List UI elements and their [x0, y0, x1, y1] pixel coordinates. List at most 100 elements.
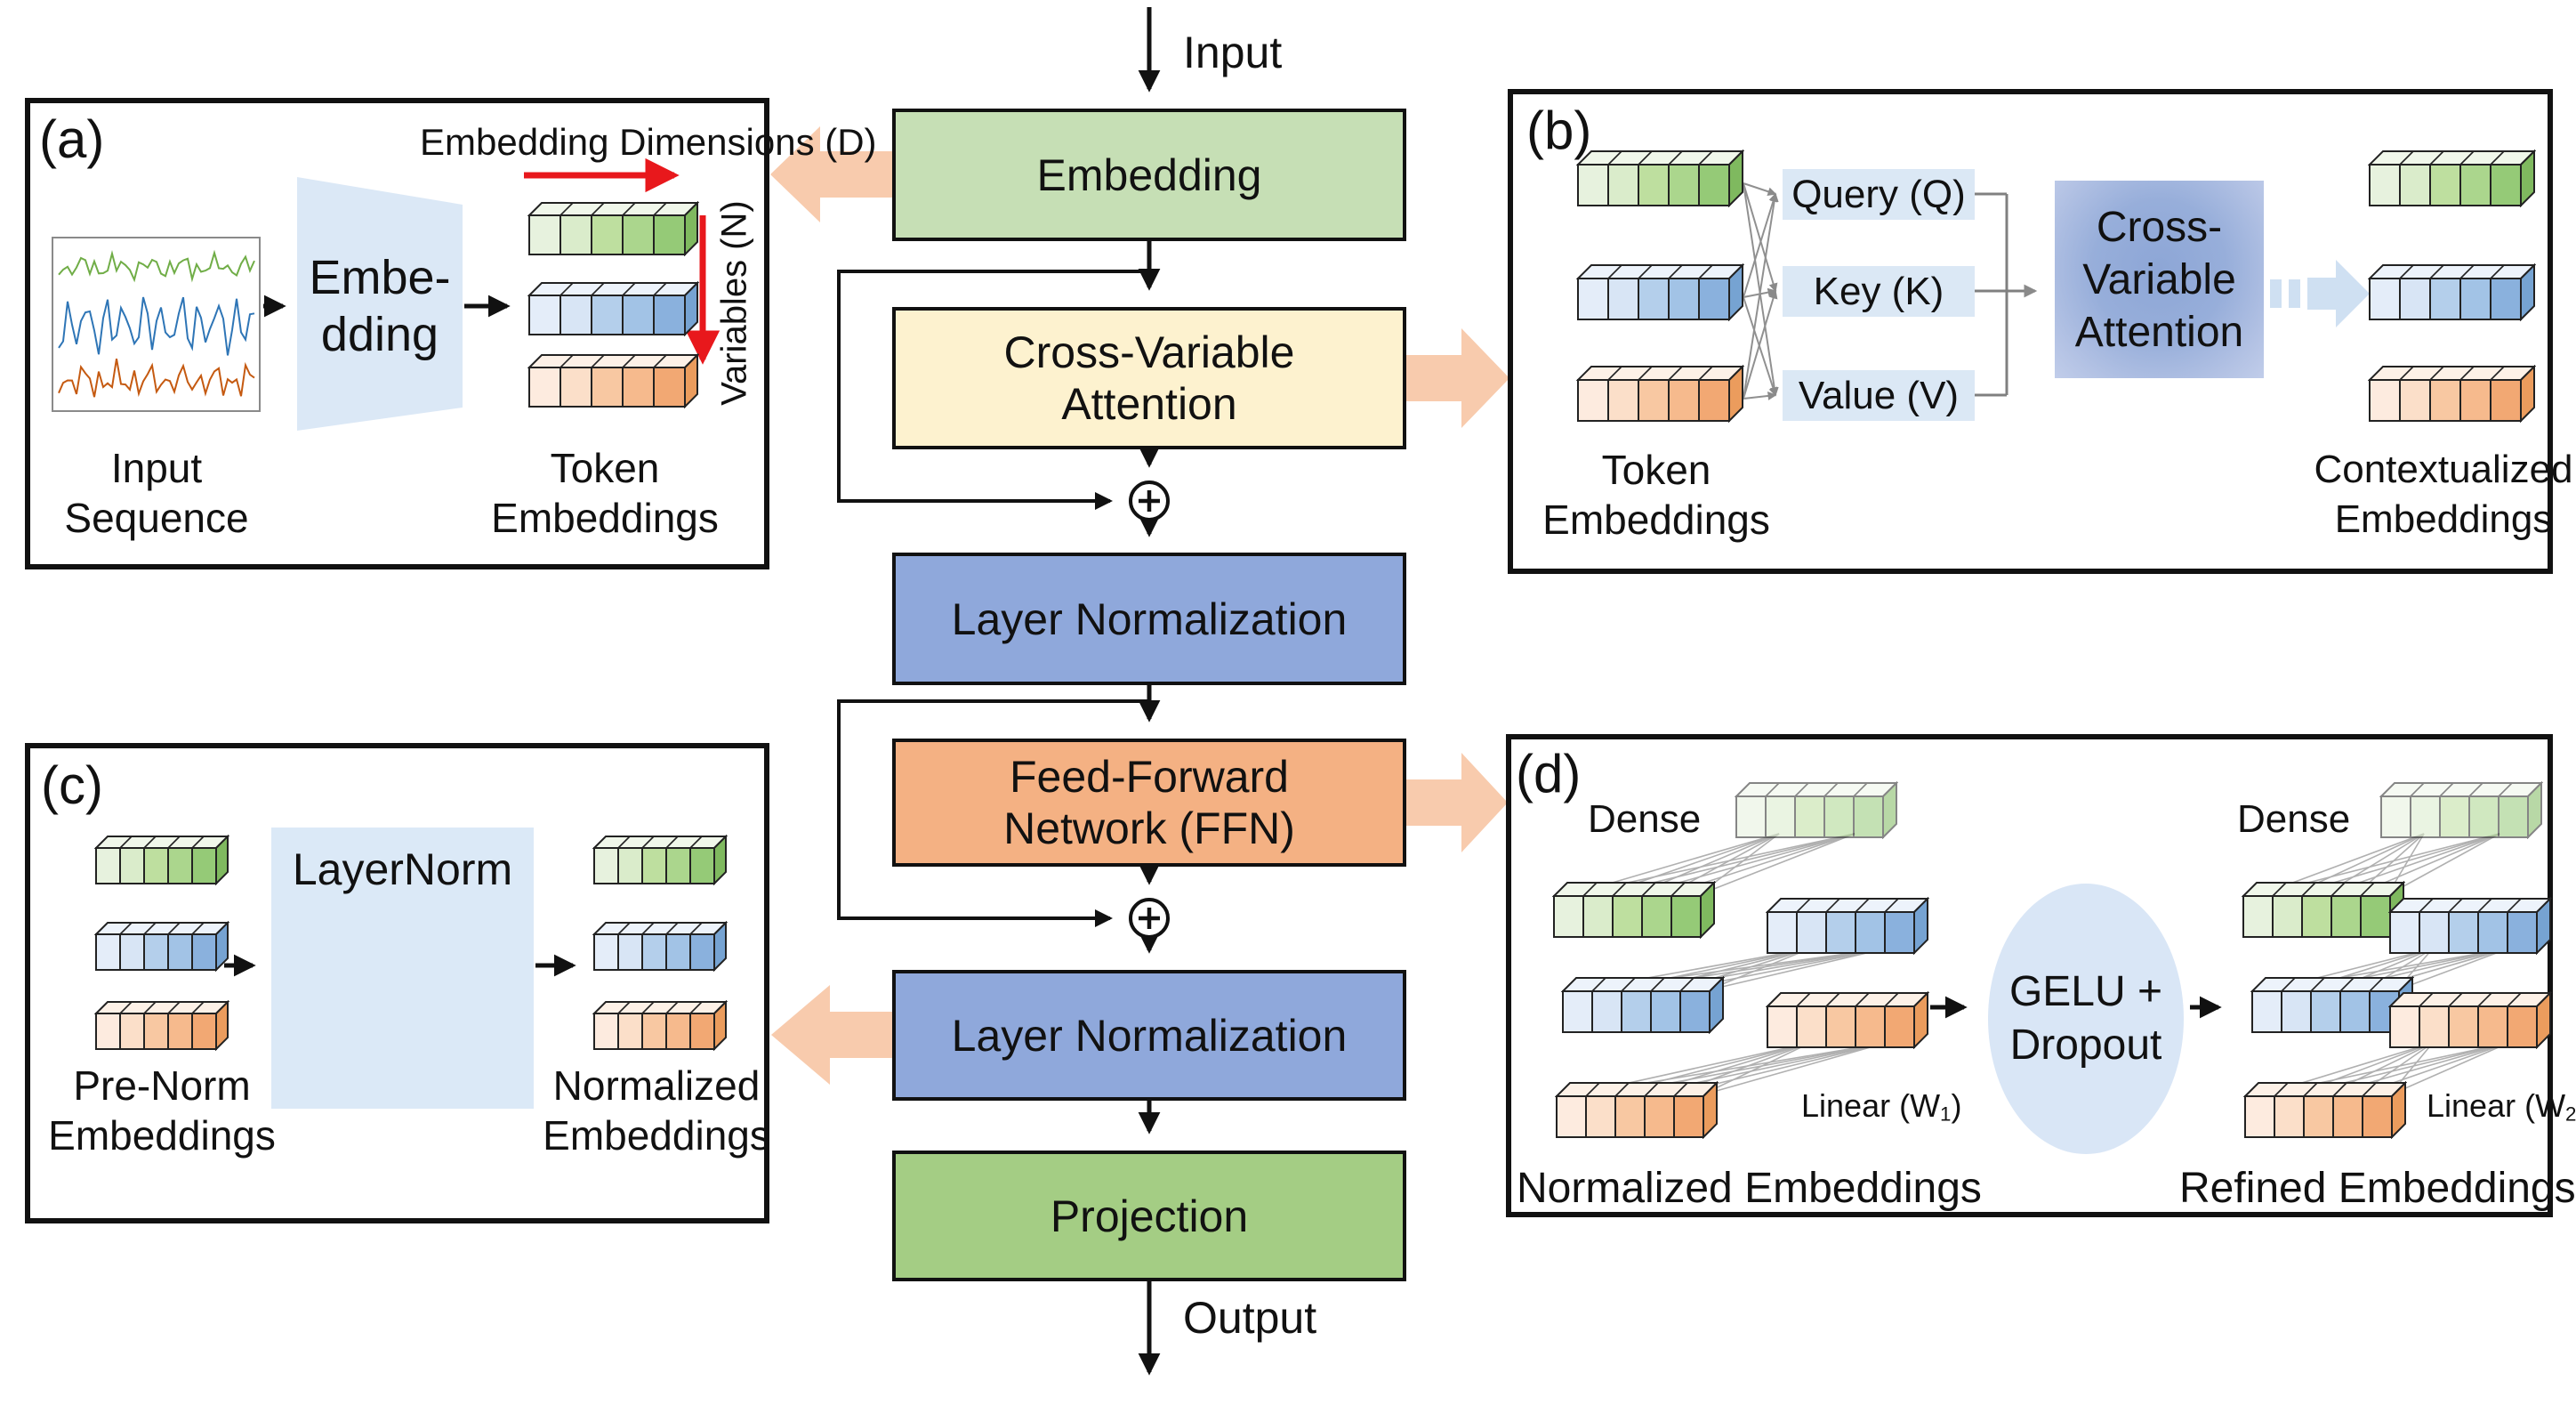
- context-row-orange: [2367, 364, 2537, 424]
- projection-block: Projection: [892, 1151, 1406, 1281]
- refined-embeddings-label: Refined Embeddings: [2179, 1165, 2576, 1212]
- residual-skip-connections: [837, 270, 1149, 927]
- gelu-line1: GELU +: [2008, 968, 2163, 1015]
- token-row-blue-a: [527, 280, 700, 337]
- panel-d: [1506, 734, 2553, 1217]
- normalized-row-green: [592, 834, 729, 886]
- trapezoid-label: Embe- dding: [297, 249, 463, 363]
- query-box-label: Query (Q): [1791, 172, 1966, 216]
- input-sequence-line1: Input: [110, 445, 203, 491]
- qkv-bracket: [1975, 192, 2038, 397]
- fat-arrow-attention-to-b: [1406, 328, 1509, 428]
- embedding-dimensions-label: Embedding Dimensions (D): [420, 121, 877, 163]
- token-row-green-a: [527, 200, 700, 257]
- layernorm-box: [271, 828, 534, 1109]
- residual-add-1: [1129, 480, 1170, 521]
- attention-block-label-line1: Cross-Variable: [1003, 327, 1295, 377]
- panel-c-tag: (c): [41, 755, 103, 815]
- cross-variable-attention-block: Cross-Variable Attention: [892, 307, 1406, 449]
- dense-label-right: Dense: [2237, 797, 2351, 841]
- linear-w2-sub: 2: [2565, 1102, 2576, 1126]
- trapezoid-label-line2: dding: [320, 308, 439, 361]
- gelu-dropout-ellipse: GELU + Dropout: [1988, 884, 2184, 1154]
- projection-block-label: Projection: [1050, 1191, 1249, 1241]
- linear-w1-pre: Linear (W: [1801, 1087, 1941, 1124]
- panel-a-tag: (a): [39, 109, 105, 169]
- fat-arrow-ffn-to-d: [1406, 753, 1508, 852]
- d-right-blue-right: [2387, 896, 2553, 956]
- normalized-c-line1: Normalized: [552, 1062, 761, 1109]
- input-sequence-series: [58, 249, 255, 398]
- red-dimension-arrows: [524, 157, 720, 365]
- input-sequence-line2: Sequence: [64, 495, 249, 541]
- attention-b-line1: Cross-: [2096, 203, 2223, 251]
- attention-b-line2: Variable: [2082, 255, 2236, 303]
- qkv-projection-lines: [1743, 182, 1779, 400]
- d-left-orange-left: [1554, 1080, 1719, 1140]
- d-left-blue-left: [1560, 975, 1726, 1035]
- trapezoid-label-line1: Embe-: [309, 251, 451, 304]
- prenorm-row-orange: [93, 999, 230, 1052]
- prenorm-line2: Embeddings: [48, 1112, 276, 1159]
- token-row-orange-b: [1575, 364, 1745, 424]
- residual-add-2: [1129, 898, 1170, 939]
- embedding-block: Embedding: [892, 109, 1406, 241]
- value-box: Value (V): [1783, 370, 1975, 421]
- contextualized-line2: Embeddings: [2334, 497, 2553, 541]
- token-embeddings-a-line2: Embeddings: [491, 495, 719, 541]
- input-label: Input: [1183, 28, 1283, 77]
- normalized-embeddings-label-d: Normalized Embeddings: [1517, 1165, 1982, 1212]
- token-row-green-b: [1575, 149, 1745, 208]
- ffn-block-label-line2: Network (FFN): [1003, 803, 1295, 853]
- prenorm-row-green: [93, 834, 230, 886]
- normalized-row-blue: [592, 920, 729, 973]
- token-embeddings-b-line1: Token: [1601, 447, 1711, 493]
- layer-normalization-block-1: Layer Normalization: [892, 553, 1406, 685]
- token-row-orange-a: [527, 352, 700, 409]
- layer-normalization-block-2: Layer Normalization: [892, 970, 1406, 1101]
- dense-row-faded-right: [2379, 780, 2544, 840]
- d-right-orange-right: [2387, 990, 2553, 1050]
- contextualized-embeddings-label: Contextualized Embeddings: [2288, 445, 2576, 545]
- panel-b: [1508, 89, 2553, 574]
- token-embeddings-label-b: Token Embeddings: [1523, 445, 1790, 545]
- panel-b-tag: (b): [1526, 101, 1592, 160]
- panel-d-tag: (d): [1516, 744, 1582, 803]
- layer-norm-2-label: Layer Normalization: [951, 1010, 1348, 1061]
- linear-w1-post: ): [1951, 1087, 1962, 1124]
- dense-row-faded-left: [1734, 780, 1899, 840]
- query-box: Query (Q): [1783, 169, 1975, 220]
- value-box-label: Value (V): [1798, 373, 1960, 417]
- normalized-row-orange: [592, 999, 729, 1052]
- linear-w1-sub: 1: [1940, 1102, 1952, 1126]
- layer-norm-1-label: Layer Normalization: [951, 593, 1348, 644]
- linear-w2-label: Linear (W2): [2427, 1087, 2576, 1126]
- fat-arrow-norm-to-c: [771, 985, 892, 1085]
- cross-variable-attention-box-b: Cross- Variable Attention: [2055, 181, 2264, 378]
- prenorm-line1: Pre-Norm: [73, 1062, 251, 1109]
- attention-b-line3: Attention: [2074, 308, 2244, 356]
- variables-label: Variables (N): [714, 200, 754, 406]
- linear-w2-pre: Linear (W: [2427, 1087, 2566, 1124]
- dense-label-left: Dense: [1588, 797, 1702, 841]
- panel-c: [25, 743, 769, 1223]
- context-row-green: [2367, 149, 2537, 208]
- d-left-orange-right: [1765, 990, 1930, 1050]
- fat-arrow-embedding-to-a: [770, 126, 892, 222]
- dashed-output-arrow: [2270, 260, 2370, 327]
- key-box: Key (K): [1783, 266, 1975, 317]
- gelu-line2: Dropout: [2009, 1021, 2162, 1069]
- panel-a: [25, 98, 769, 569]
- token-embeddings-b-line2: Embeddings: [1542, 497, 1770, 543]
- d-left-green: [1551, 880, 1717, 940]
- embedding-trapezoid: [297, 177, 463, 431]
- input-sequence-label: Input Sequence: [23, 443, 290, 543]
- token-embeddings-label-a: Token Embeddings: [471, 443, 738, 543]
- attention-block-label-line2: Attention: [1061, 379, 1237, 429]
- ffn-block-label-line1: Feed-Forward: [1010, 752, 1289, 802]
- normalized-embeddings-label-c: Normalized Embeddings: [523, 1061, 790, 1160]
- linear-w1-label: Linear (W1): [1801, 1087, 1961, 1126]
- context-row-blue: [2367, 262, 2537, 322]
- prenorm-row-blue: [93, 920, 230, 973]
